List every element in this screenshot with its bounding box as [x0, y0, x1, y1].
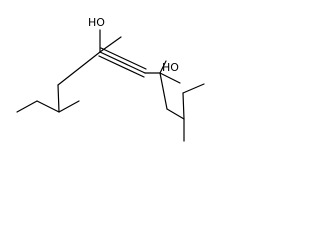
bond-c9-c10: [166, 108, 185, 120]
molecule-structure: HO HO: [16, 16, 205, 142]
bond-c5-methyl: [99, 36, 122, 53]
bond-c10-c11: [182, 92, 185, 120]
bond-c2-c3: [36, 100, 60, 113]
triple-bond-line-3: [98, 55, 145, 78]
hydroxyl-label-right: HO: [162, 61, 179, 74]
bond-c8-oh: [159, 60, 167, 74]
hydroxyl-label-left: HO: [88, 16, 105, 29]
bond-c8-c9: [159, 72, 168, 110]
triple-bond-line-1: [99, 51, 146, 74]
triple-bond-line-2: [100, 47, 147, 70]
bond-c4-c5: [57, 51, 101, 86]
bond-c11-c12: [182, 83, 205, 94]
bond-c8-methyl: [159, 72, 181, 84]
bond-c3-c4: [57, 84, 60, 113]
bond-c3-methyl: [58, 100, 80, 113]
bond-c1-c2: [16, 100, 38, 113]
